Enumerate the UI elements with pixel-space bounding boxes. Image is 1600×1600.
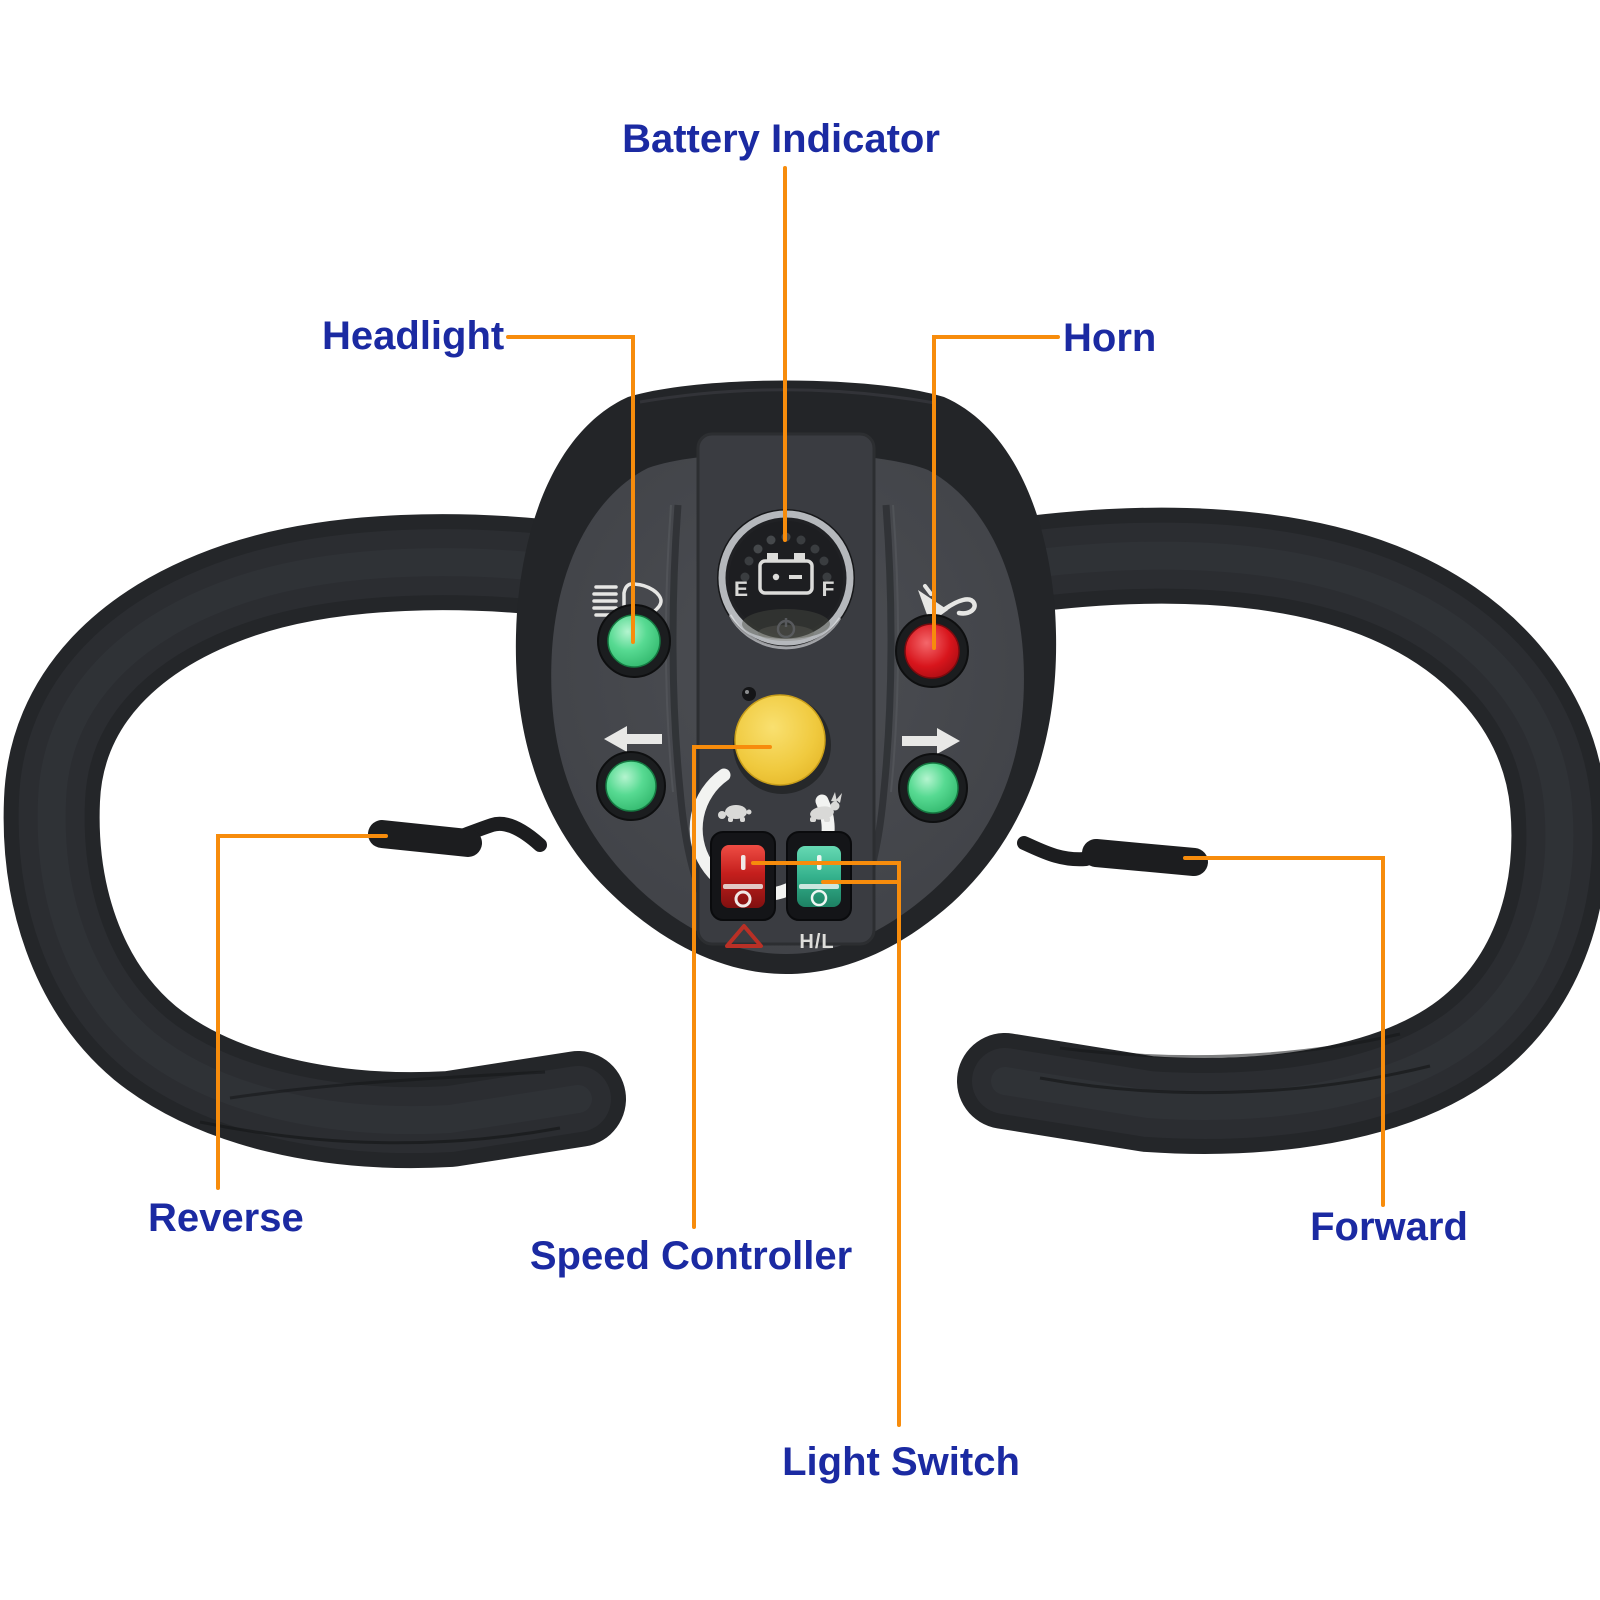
light-rocker-switch [786, 831, 852, 921]
headlight-line [506, 335, 635, 644]
right-arrow-icon [902, 728, 960, 754]
label-headlight: Headlight [322, 314, 505, 358]
reverse-lever [368, 816, 547, 857]
hazard-rocker-switch [710, 831, 776, 921]
power-icon [776, 618, 796, 639]
handlebar-left [3, 514, 633, 1169]
label-light-switch: Light Switch [782, 1440, 1020, 1484]
gauge-empty-label: E [734, 578, 748, 601]
rabbit-fast-icon [810, 792, 842, 822]
speed-controller-line [692, 745, 772, 1229]
horn-button [895, 614, 969, 688]
gauge-led-dots [740, 532, 832, 582]
forward-line [1183, 856, 1385, 1207]
left-grip-ridge [199, 1120, 561, 1145]
right-turn-button [898, 753, 968, 823]
label-horn: Horn [1063, 316, 1157, 360]
battery-icon [758, 553, 814, 595]
callout-lines [216, 166, 1385, 1427]
left-arrow-icon [604, 726, 662, 752]
handlebar-right [957, 507, 1600, 1154]
knob-pointer-icon [742, 687, 756, 701]
right-grip-ridge [1039, 1064, 1431, 1095]
reverse-line [216, 834, 388, 1190]
label-battery-indicator: Battery Indicator [622, 117, 940, 161]
label-reverse: Reverse [148, 1196, 304, 1240]
label-speed-controller: Speed Controller [529, 1234, 853, 1278]
turtle-slow-icon [718, 805, 752, 822]
light-switch-line [751, 861, 901, 1427]
gauge-full-label: F [822, 578, 835, 601]
label-forward: Forward [1310, 1205, 1468, 1249]
high-low-label: H/L [799, 931, 834, 953]
horn-line [932, 335, 1060, 650]
warning-triangle-icon [725, 924, 763, 948]
left-turn-button [596, 751, 666, 821]
forward-lever [1017, 836, 1208, 876]
